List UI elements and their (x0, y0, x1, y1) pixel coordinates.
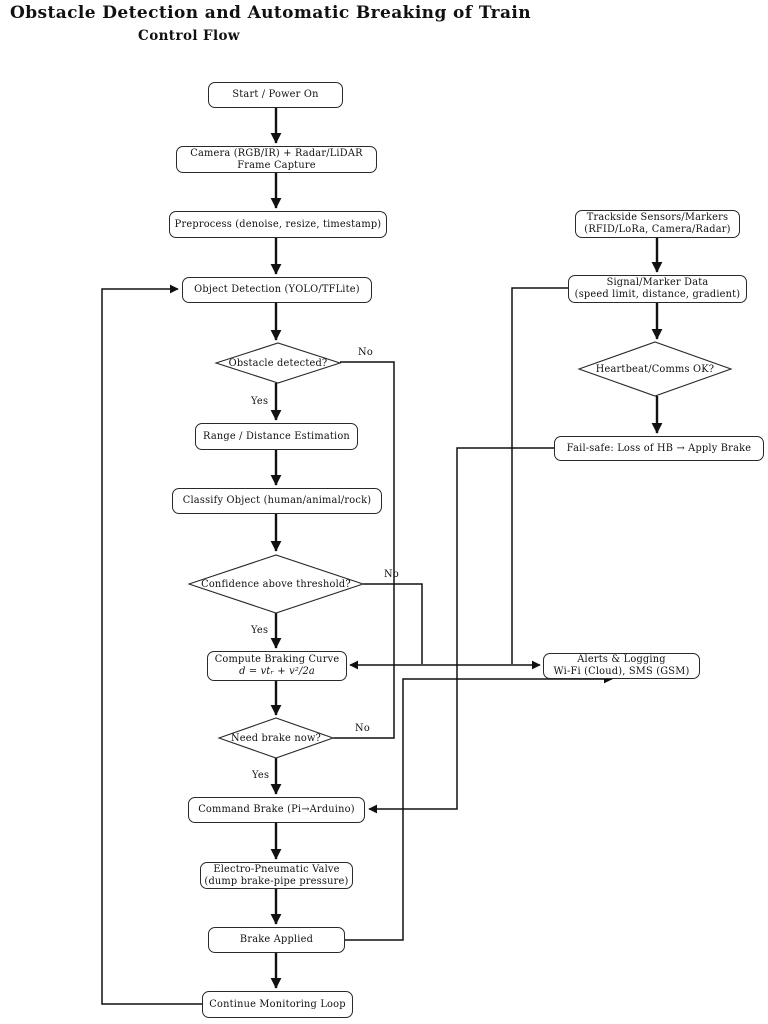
node-signal-marker-data: Signal/Marker Data (speed limit, distanc… (568, 275, 747, 303)
edge-label-obstacle-no: No (358, 347, 374, 358)
braking-formula: d = vtᵣ + v²/2a (239, 666, 315, 677)
label-confidence-threshold: Confidence above threshold? (201, 579, 351, 590)
node-object-detection: Object Detection (YOLO/TFLite) (182, 277, 372, 303)
page-title: Obstacle Detection and Automatic Breakin… (10, 3, 532, 23)
node-frame-capture: Camera (RGB/IR) + Radar/LiDAR Frame Capt… (176, 146, 377, 173)
node-classify-object: Classify Object (human/animal/rock) (172, 488, 382, 514)
routed-connectors (101, 284, 613, 1005)
page-subtitle: Control Flow (138, 28, 240, 44)
diamond-heartbeat-comms (577, 341, 733, 397)
edge-label-obstacle-yes: Yes (251, 396, 269, 407)
edge-confidence-no-bus (363, 583, 423, 664)
label-need-brake: Need brake now? (230, 733, 322, 744)
diamond-need-brake (217, 717, 335, 759)
node-preprocess: Preprocess (denoise, resize, timestamp) (169, 211, 387, 238)
edge-obstacle-no-bus (333, 361, 395, 739)
node-trackside-sensors: Trackside Sensors/Markers (RFID/LoRa, Ca… (575, 210, 740, 238)
node-range-estimation: Range / Distance Estimation (195, 423, 358, 450)
node-start: Start / Power On (208, 82, 343, 108)
edge-failsafe-command (368, 447, 554, 814)
compute-braking-line: Compute Braking Curve (214, 654, 340, 666)
main-flow-arrows (270, 108, 663, 989)
edge-label-needbrake-yes: Yes (252, 770, 270, 781)
diamond-confidence-threshold (187, 554, 365, 614)
node-command-brake: Command Brake (Pi→Arduino) (188, 797, 365, 823)
diamond-obstacle-detected (214, 342, 342, 384)
node-compute-braking-curve: Compute Braking Curve d = vtᵣ + v²/2a (207, 651, 347, 681)
decision-diamonds (187, 341, 733, 759)
node-continue-monitoring: Continue Monitoring Loop (202, 991, 353, 1018)
edge-label-needbrake-no: No (355, 723, 371, 734)
node-alerts-logging: Alerts & Logging Wi-Fi (Cloud), SMS (GSM… (543, 653, 700, 679)
edge-label-confidence-yes: Yes (251, 625, 269, 636)
label-heartbeat-comms: Heartbeat/Comms OK? (595, 364, 715, 375)
edge-monitor-loopback-detect (101, 284, 202, 1005)
node-brake-applied: Brake Applied (208, 927, 345, 953)
edge-signal-data-feed (511, 287, 568, 664)
label-obstacle-detected: Obstacle detected? (228, 358, 328, 369)
node-ep-valve: Electro-Pneumatic Valve (dump brake-pipe… (200, 862, 353, 889)
edge-label-confidence-no: No (384, 569, 400, 580)
edge-applied-alerts (345, 674, 613, 941)
node-failsafe: Fail-safe: Loss of HB → Apply Brake (554, 436, 764, 461)
